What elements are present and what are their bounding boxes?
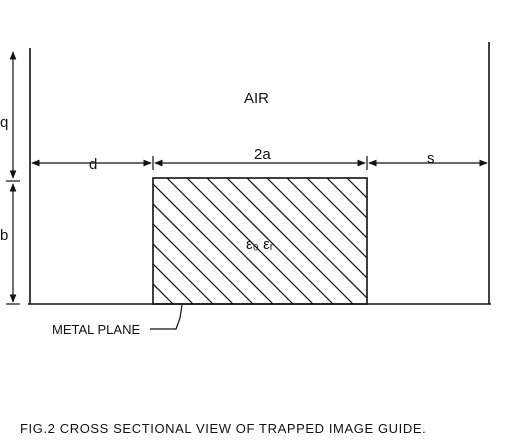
hatch-line — [487, 178, 507, 304]
hatch-line — [366, 178, 367, 179]
hatch-line — [206, 178, 334, 304]
hatch-line — [346, 178, 367, 199]
hatch-line — [226, 178, 354, 304]
dim-label-2a: 2a — [254, 146, 271, 163]
hatch-line — [427, 178, 507, 304]
hatch-line — [186, 178, 314, 304]
figure-caption: FIG.2 CROSS SECTIONAL VIEW OF TRAPPED IM… — [20, 421, 426, 436]
hatch-line — [326, 178, 367, 219]
slab-hatching — [153, 178, 507, 304]
hatch-line — [166, 178, 294, 304]
metal-plane-leader — [150, 304, 183, 330]
dim-label-s: s — [427, 150, 435, 167]
hatch-line — [407, 178, 507, 304]
dielectric-label: ε₀ εᵣ — [246, 236, 274, 253]
dim-label-q: q — [0, 114, 8, 131]
hatch-line — [266, 178, 367, 279]
hatch-line — [447, 178, 507, 304]
hatch-line — [153, 243, 214, 304]
hatch-line — [286, 178, 367, 259]
hatch-line — [153, 263, 194, 304]
hatch-line — [153, 303, 154, 304]
air-label: AIR — [244, 90, 269, 107]
hatch-line — [153, 183, 274, 304]
slab-outline — [152, 177, 368, 305]
hatch-line — [467, 178, 507, 304]
hatch-line — [306, 178, 367, 239]
hatch-line — [246, 178, 367, 299]
hatch-line — [153, 283, 174, 304]
dim-label-b: b — [0, 227, 8, 244]
metal-plane-label: METAL PLANE — [52, 322, 140, 337]
hatch-line — [153, 203, 254, 304]
dim-label-d: d — [89, 156, 97, 173]
hatch-line — [153, 223, 234, 304]
dielectric-slab — [152, 177, 507, 305]
